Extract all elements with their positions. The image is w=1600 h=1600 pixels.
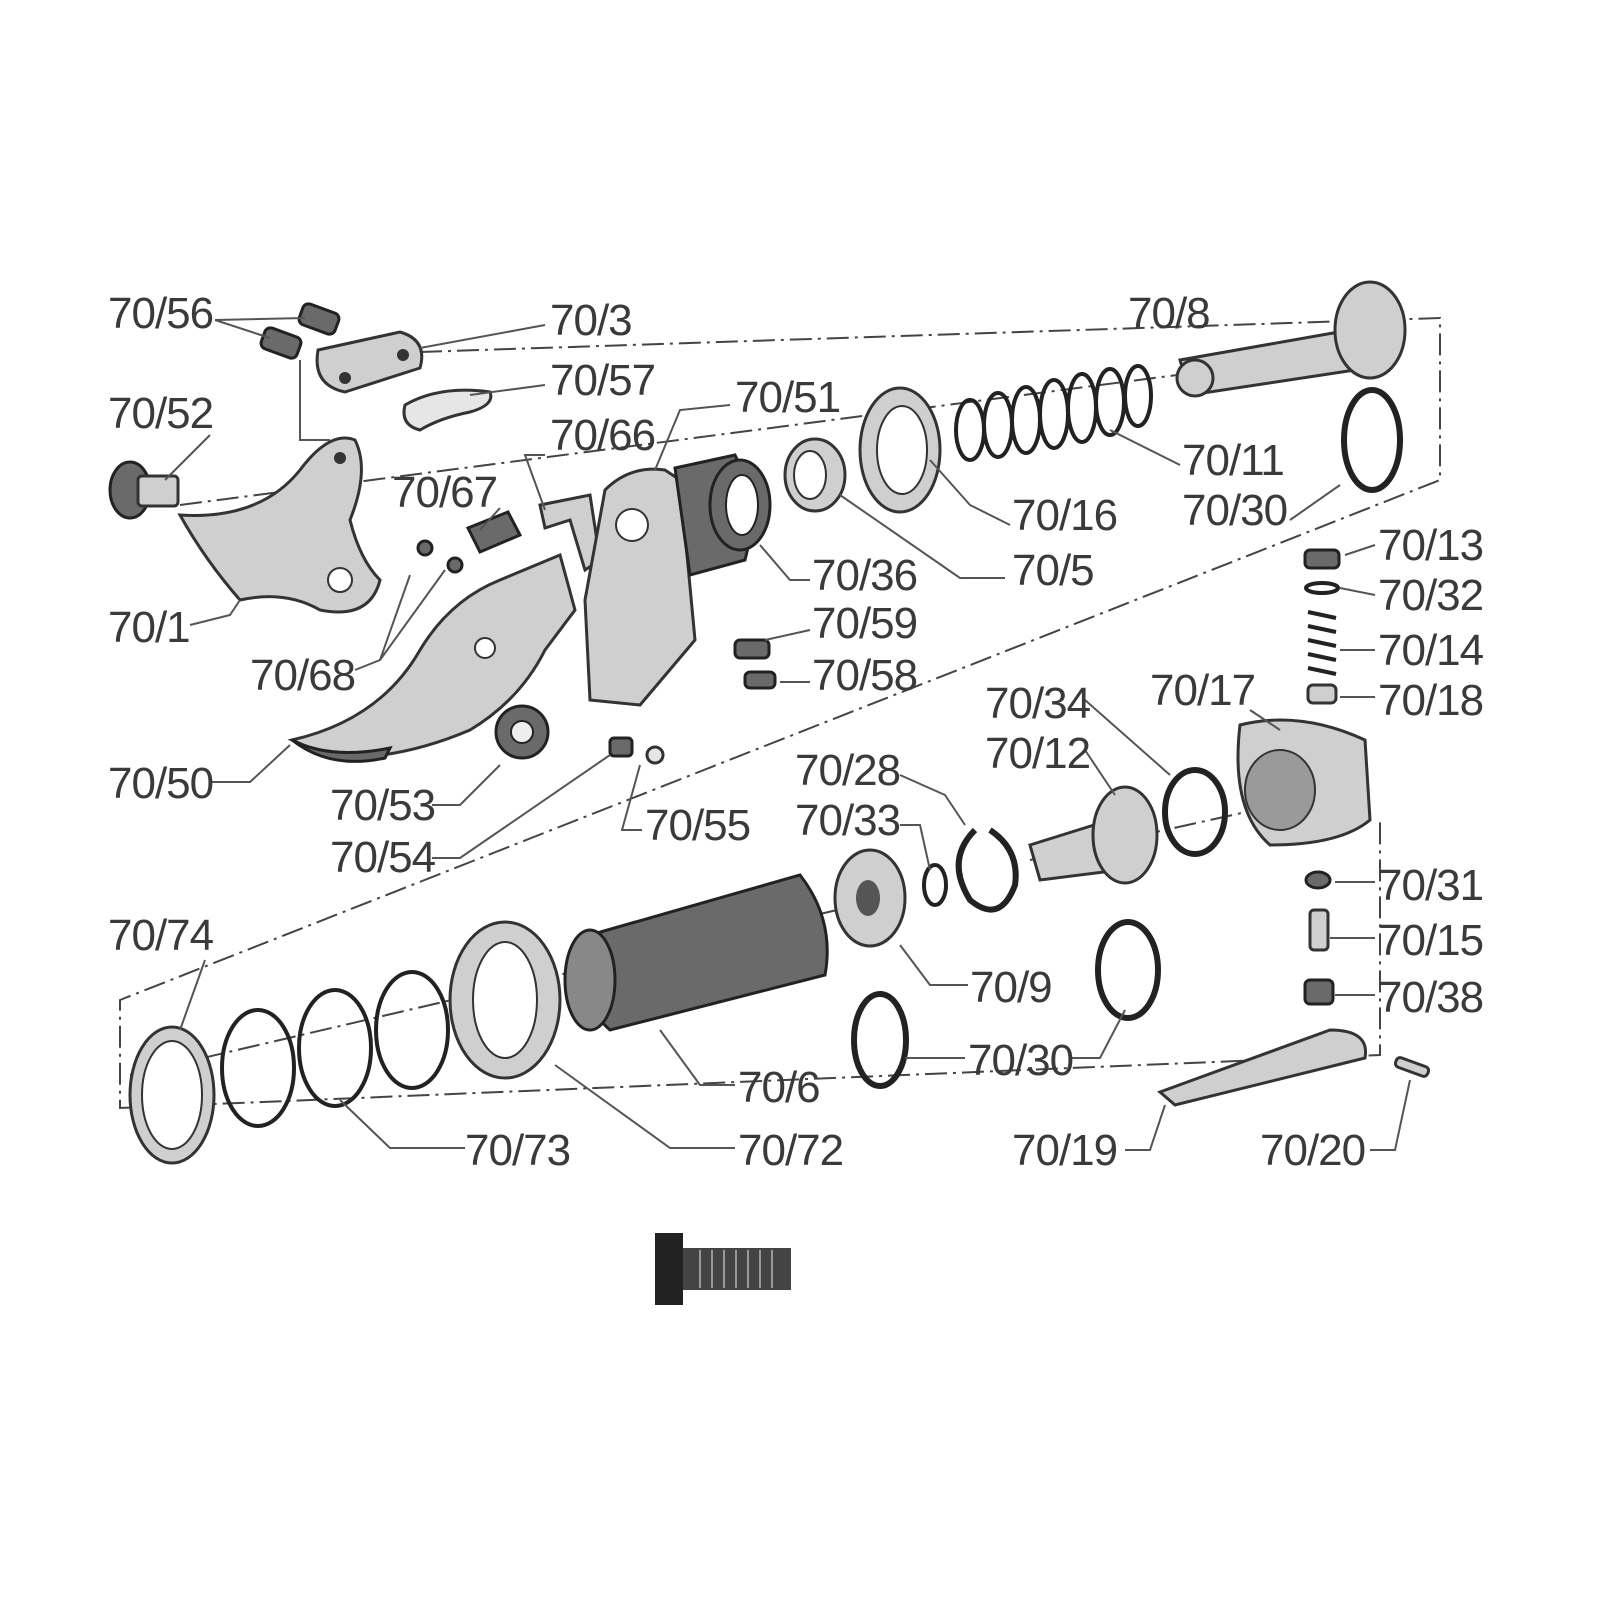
label-70-16: 70/16 xyxy=(1012,491,1117,540)
part-70-9-cap xyxy=(833,848,907,948)
label-70-36: 70/36 xyxy=(812,551,917,600)
part-70-5-bushing xyxy=(783,437,847,513)
part-70-73-spring xyxy=(220,970,450,1128)
leader-lines xyxy=(164,317,1411,1151)
part-70-6-cylinder xyxy=(563,873,829,1032)
label-70-34: 70/34 xyxy=(985,679,1091,728)
part-70-19-lever xyxy=(1157,1028,1368,1107)
label-70-28: 70/28 xyxy=(795,746,900,795)
part-70-50-hook-blade xyxy=(287,552,577,763)
label-70-17: 70/17 xyxy=(1150,666,1255,715)
label-70-3: 70/3 xyxy=(550,296,632,345)
part-70-11-spring xyxy=(954,364,1153,462)
part-70-16-locknut xyxy=(858,386,942,514)
part-70-53-gear xyxy=(494,704,550,760)
label-70-14: 70/14 xyxy=(1378,626,1484,675)
part-70-8-piston-rod xyxy=(1175,280,1407,398)
part-70-32-oring xyxy=(1304,581,1340,595)
part-70-56-screws xyxy=(259,302,341,360)
label-70-6: 70/6 xyxy=(738,1063,820,1112)
part-70-3-link-plate xyxy=(315,330,424,394)
label-70-32: 70/32 xyxy=(1378,571,1483,620)
label-70-59: 70/59 xyxy=(812,599,917,648)
label-70-57: 70/57 xyxy=(550,356,655,405)
part-70-67-block xyxy=(465,510,523,554)
part-70-58-screw xyxy=(743,670,777,690)
label-70-11: 70/11 xyxy=(1182,436,1284,485)
part-70-30-oring-left xyxy=(851,991,909,1089)
label-70-55: 70/55 xyxy=(645,801,750,850)
part-70-68-screws xyxy=(416,539,464,574)
part-70-17-valve-body xyxy=(1236,718,1372,847)
label-70-53: 70/53 xyxy=(330,781,435,830)
part-70-74-washer xyxy=(128,1025,216,1165)
part-70-72-ring xyxy=(448,920,562,1080)
label-70-18: 70/18 xyxy=(1378,676,1483,725)
part-70-28-circlip xyxy=(955,827,1019,913)
part-70-1-blade xyxy=(177,436,382,614)
part-70-34-oring xyxy=(1162,767,1228,857)
part-70-66-bracket xyxy=(538,493,602,573)
label-70-50: 70/50 xyxy=(108,759,213,808)
part-labels: 70/56 70/3 70/8 70/57 70/51 70/52 70/66 … xyxy=(108,289,1485,1175)
part-70-12-piston xyxy=(1028,785,1159,885)
label-70-67: 70/67 xyxy=(392,468,497,517)
label-70-56: 70/56 xyxy=(108,289,213,338)
label-70-51: 70/51 xyxy=(735,373,840,422)
part-70-18-seat xyxy=(1306,683,1338,705)
label-70-1: 70/1 xyxy=(108,603,190,652)
label-70-20: 70/20 xyxy=(1260,1126,1365,1175)
label-70-66: 70/66 xyxy=(550,411,655,460)
part-70-52-nut xyxy=(108,460,180,520)
label-70-58: 70/58 xyxy=(812,651,917,700)
label-70-5: 70/5 xyxy=(1012,546,1094,595)
part-70-57-spring-clip xyxy=(402,388,493,432)
bolt-icon xyxy=(655,1233,791,1305)
part-70-20-pin xyxy=(1393,1056,1431,1078)
label-70-74: 70/74 xyxy=(108,911,214,960)
part-70-54-nut xyxy=(608,736,634,758)
label-70-33: 70/33 xyxy=(795,796,900,845)
label-70-72: 70/72 xyxy=(738,1126,843,1175)
label-70-54: 70/54 xyxy=(330,833,436,882)
part-70-15-nipple xyxy=(1308,908,1330,952)
label-70-13: 70/13 xyxy=(1378,521,1483,570)
label-70-31: 70/31 xyxy=(1378,861,1483,910)
label-70-30-bottom: 70/30 xyxy=(968,1036,1073,1085)
label-70-68: 70/68 xyxy=(250,651,355,700)
part-70-38-nut xyxy=(1303,978,1335,1006)
part-70-13-cap xyxy=(1303,548,1341,570)
label-70-19: 70/19 xyxy=(1012,1126,1117,1175)
part-70-33-oring xyxy=(922,863,948,907)
part-70-30-oring-top xyxy=(1341,387,1403,493)
label-70-15: 70/15 xyxy=(1378,916,1483,965)
label-70-52: 70/52 xyxy=(108,389,213,438)
part-70-59-screw xyxy=(733,638,771,660)
part-70-14-spring xyxy=(1307,610,1337,676)
label-70-8: 70/8 xyxy=(1128,289,1210,338)
label-70-38: 70/38 xyxy=(1378,973,1483,1022)
part-70-31-nut xyxy=(1304,870,1332,890)
label-70-9: 70/9 xyxy=(970,963,1052,1012)
part-70-36-ring xyxy=(708,458,772,552)
label-70-73: 70/73 xyxy=(465,1126,570,1175)
part-70-55-washer xyxy=(645,745,665,765)
label-70-30-top: 70/30 xyxy=(1182,486,1287,535)
label-70-12: 70/12 xyxy=(985,729,1090,778)
part-70-30-oring-right xyxy=(1095,919,1161,1021)
